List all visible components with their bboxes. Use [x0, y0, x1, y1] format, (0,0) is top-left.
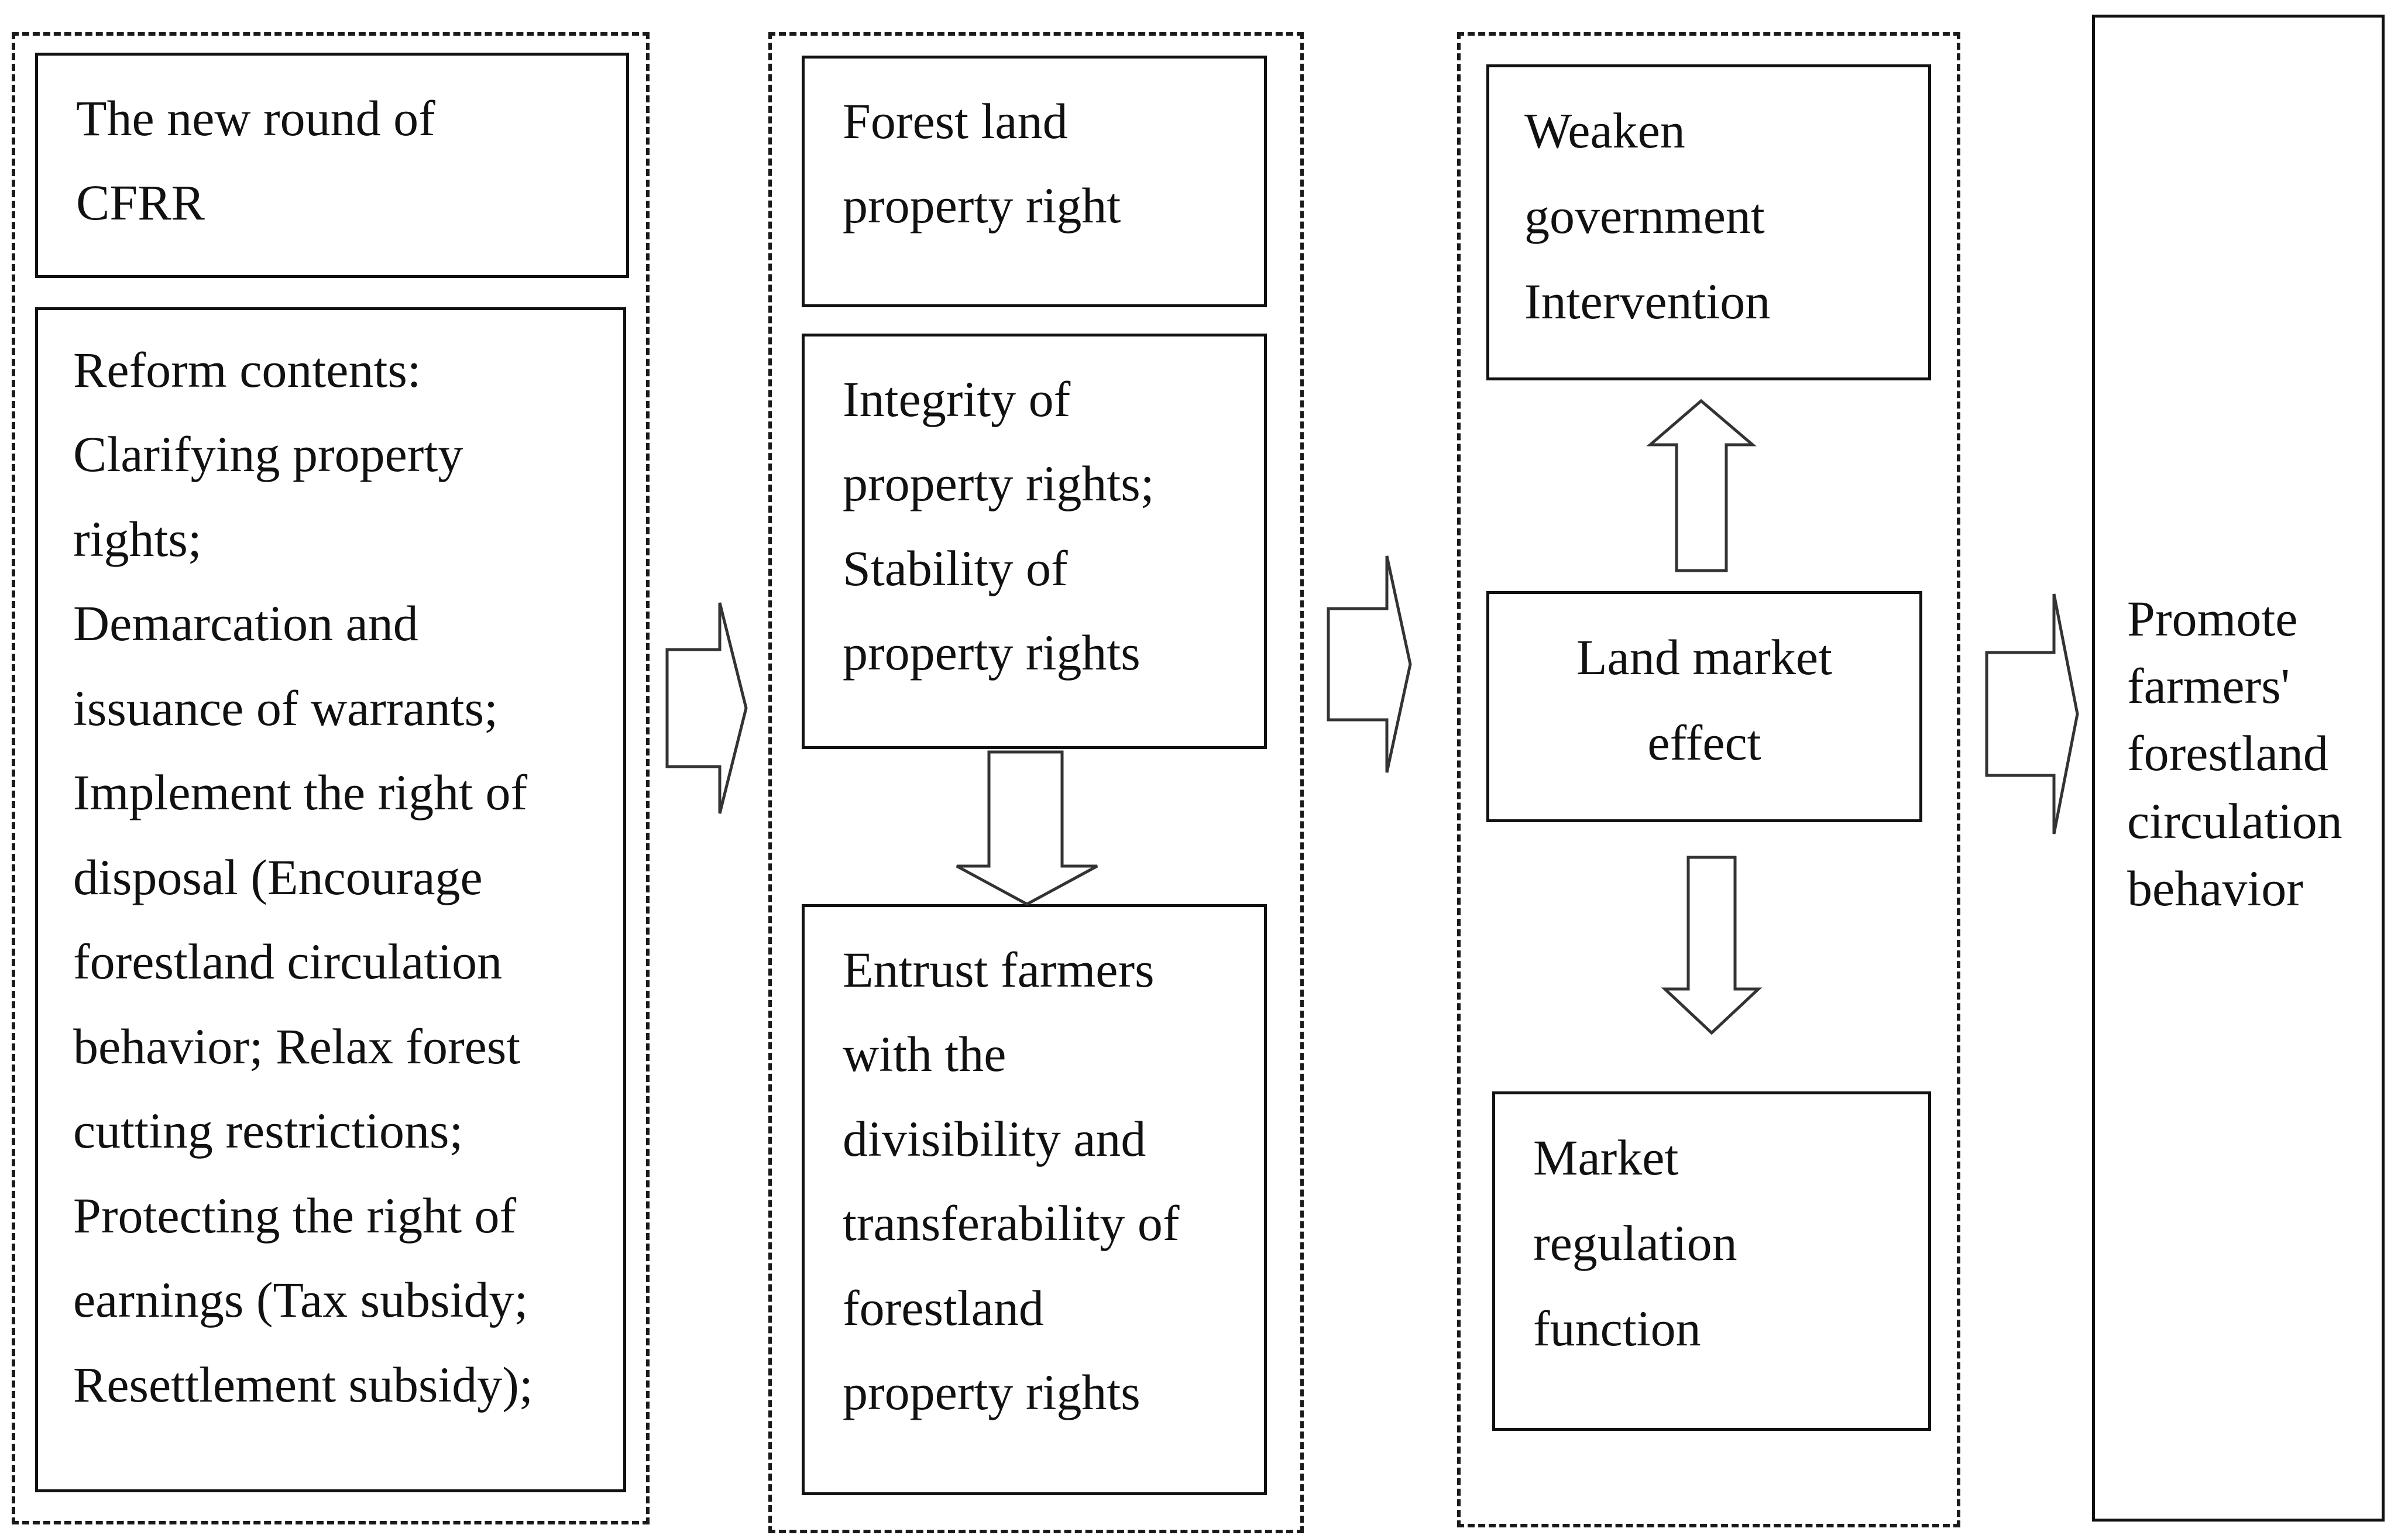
arrow-up-col3-icon	[1646, 399, 1757, 572]
text-reform-contents: Reform contents: Clarifying property rig…	[73, 342, 533, 1413]
box-entrust-farmers	[802, 904, 1267, 1495]
box-market-regulation	[1492, 1091, 1931, 1431]
text-forest-land-property-right: Forest land property right	[843, 93, 1121, 234]
text-weaken-government: Weaken government Intervention	[1524, 102, 1771, 330]
box-forest-land-property-right	[802, 56, 1267, 307]
arrow-down-col2-icon	[956, 750, 1098, 906]
group-market-effect	[1457, 32, 1960, 1527]
box-new-round-cfrr	[35, 53, 629, 278]
text-promote-farmers: Promote farmers' forestland circulation …	[2127, 590, 2342, 916]
text-entrust-farmers: Entrust farmers with the divisibility an…	[843, 942, 1180, 1421]
text-integrity-stability: Integrity of property rights; Stability …	[843, 371, 1155, 681]
group-property-rights	[768, 32, 1304, 1533]
text-new-round-cfrr: The new round of CFRR	[76, 90, 435, 231]
box-reform-contents	[35, 307, 626, 1492]
box-integrity-stability	[802, 334, 1267, 749]
text-market-regulation: Market regulation function	[1533, 1129, 1737, 1357]
box-land-market-effect	[1486, 591, 1922, 822]
arrow-right-3-icon	[1985, 593, 2079, 835]
text-land-market-effect: Land market effect	[1576, 629, 1832, 771]
arrow-right-2-icon	[1327, 555, 1412, 773]
arrow-right-1-icon	[665, 602, 748, 814]
arrow-down-col3-icon	[1661, 856, 1763, 1035]
box-promote-farmers	[2092, 15, 2385, 1522]
box-weaken-government	[1486, 64, 1931, 380]
group-cfrr	[12, 32, 650, 1524]
